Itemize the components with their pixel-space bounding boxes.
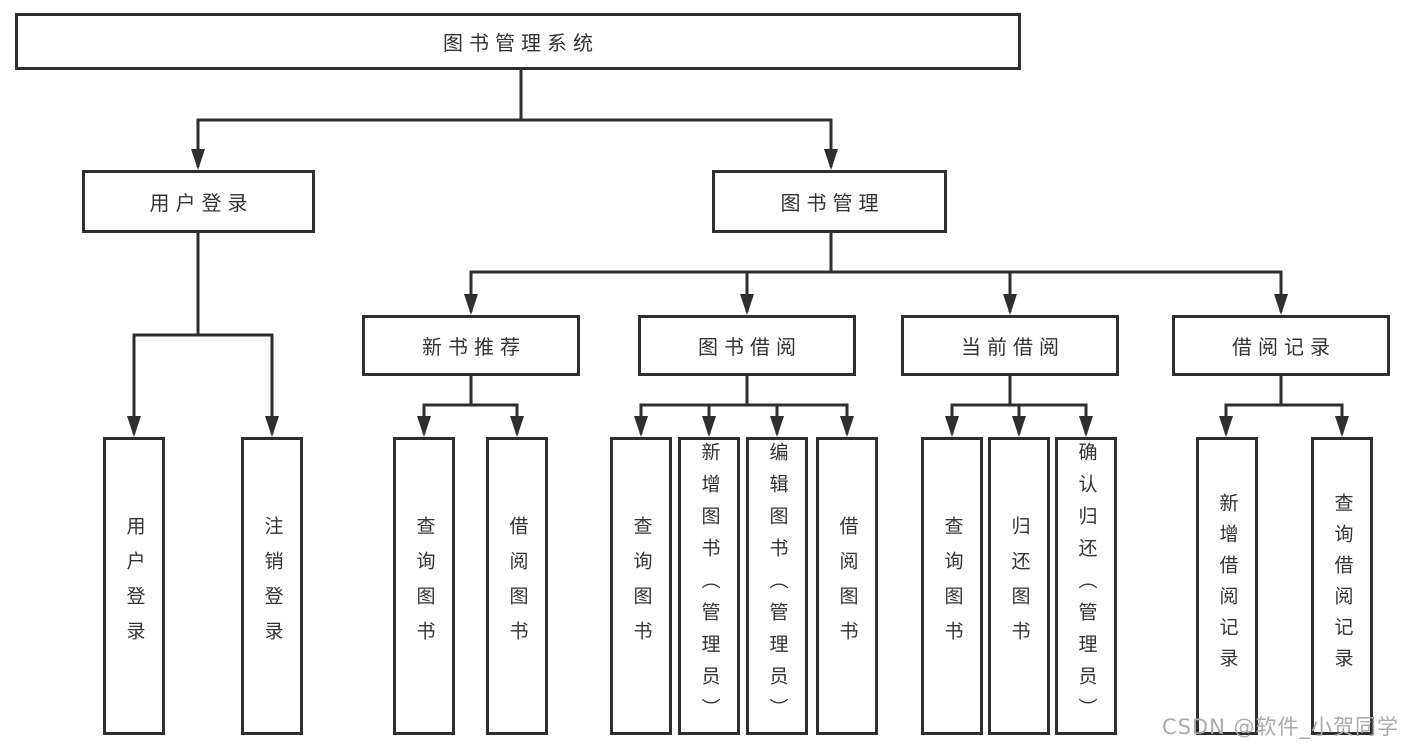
leaf-borrow-books-recommend: 借阅图书 — [486, 437, 548, 735]
leaf-query-borrow-record: 查询借阅记录 — [1311, 437, 1373, 735]
node-book-management: 图书管理 — [712, 170, 947, 233]
leaf-query-books-borrow: 查询图书 — [610, 437, 672, 735]
node-root: 图书管理系统 — [15, 13, 1021, 70]
leaf-logout: 注销登录 — [241, 437, 303, 735]
node-user-login: 用户登录 — [82, 170, 315, 233]
leaf-add-borrow-record: 新增借阅记录 — [1196, 437, 1258, 735]
leaf-query-books-current: 查询图书 — [921, 437, 983, 735]
leaf-query-books-recommend: 查询图书 — [393, 437, 455, 735]
leaf-add-book-admin: 新增图书（管理员） — [678, 437, 740, 735]
node-book-borrow: 图书借阅 — [638, 315, 856, 376]
leaf-user-login: 用户登录 — [103, 437, 165, 735]
leaf-borrow-books-borrow: 借阅图书 — [816, 437, 878, 735]
node-borrow-records: 借阅记录 — [1172, 315, 1390, 376]
leaf-edit-book-admin: 编辑图书（管理员） — [746, 437, 808, 735]
leaf-confirm-return-admin: 确认归还（管理员） — [1055, 437, 1117, 735]
watermark: CSDN @软件_小贺同学 — [1161, 715, 1399, 739]
leaf-return-book: 归还图书 — [988, 437, 1050, 735]
node-current-borrow: 当前借阅 — [901, 315, 1119, 376]
node-new-book-recommend: 新书推荐 — [362, 315, 580, 376]
